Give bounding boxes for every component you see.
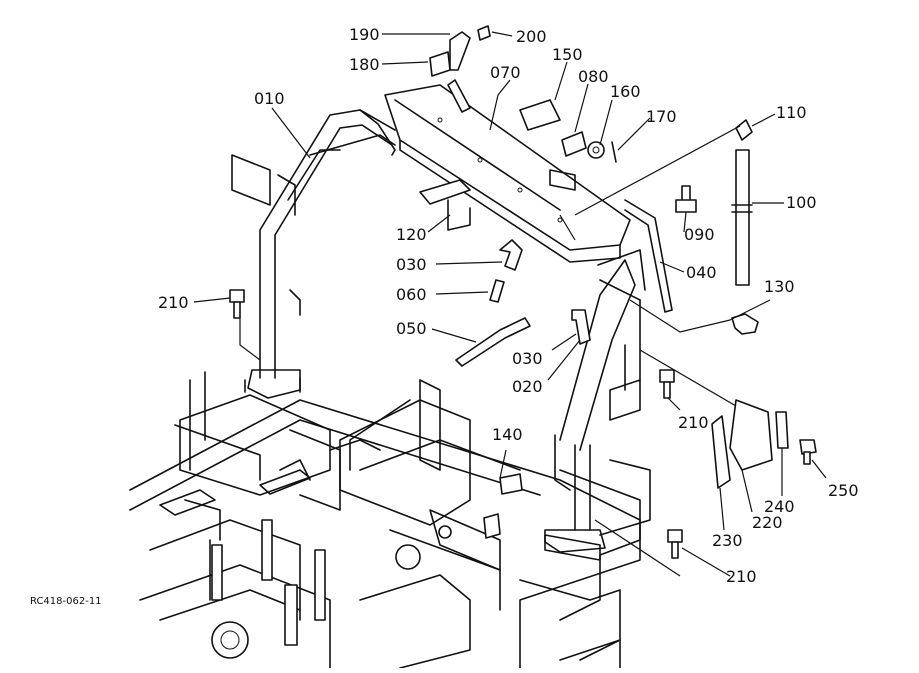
bolt-130 <box>731 313 759 335</box>
rod-100 <box>731 149 753 286</box>
reference-code: RC418-062-11 <box>30 596 102 607</box>
bracket-120 <box>419 179 471 231</box>
part-label-040: 040 <box>686 263 717 282</box>
bracket-140 <box>483 473 523 539</box>
frame-020 <box>544 249 646 553</box>
part-label-150: 150 <box>552 45 583 64</box>
part-label-070: 070 <box>490 63 521 82</box>
rod-040 <box>624 199 673 313</box>
part-label-210-a: 210 <box>158 293 189 312</box>
plate-070 <box>384 84 631 263</box>
washer-160 <box>587 141 605 159</box>
plate-230 <box>711 415 731 489</box>
part-label-010: 010 <box>254 89 285 108</box>
part-label-250: 250 <box>828 481 859 500</box>
pin-150 <box>519 99 561 131</box>
strip-050 <box>455 317 531 367</box>
bolt-200 <box>477 25 491 41</box>
spacer-030-a <box>499 239 523 271</box>
bolt-210-a <box>229 289 245 319</box>
part-label-190: 190 <box>349 25 380 44</box>
part-label-020: 020 <box>512 377 543 396</box>
part-label-140: 140 <box>492 425 523 444</box>
bolt-210-b <box>659 369 675 399</box>
pin-170 <box>611 141 617 163</box>
frame-010 <box>231 109 396 399</box>
bolt-250 <box>799 439 817 465</box>
part-label-060: 060 <box>396 285 427 304</box>
part-label-210-c: 210 <box>726 567 757 586</box>
part-label-050: 050 <box>396 319 427 338</box>
bolt-090 <box>675 185 697 213</box>
part-label-210-b: 210 <box>678 413 709 432</box>
bolt-210-c <box>667 529 683 559</box>
part-label-160: 160 <box>610 82 641 101</box>
part-label-170: 170 <box>646 107 677 126</box>
plate-240 <box>775 411 789 449</box>
part-label-230: 230 <box>712 531 743 550</box>
plate-220 <box>729 399 773 471</box>
part-label-220: 220 <box>752 513 783 532</box>
pin-060 <box>489 279 505 303</box>
part-label-030-a: 030 <box>396 255 427 274</box>
nut-110 <box>735 119 753 141</box>
base-frame <box>129 371 651 669</box>
part-label-090: 090 <box>684 225 715 244</box>
part-label-200: 200 <box>516 27 547 46</box>
part-labels: 190 200 180 070 150 080 160 010 170 110 … <box>30 25 859 607</box>
part-label-130: 130 <box>764 277 795 296</box>
part-label-240: 240 <box>764 497 795 516</box>
leader-lines <box>193 31 827 577</box>
part-label-030-b: 030 <box>512 349 543 368</box>
part-label-110: 110 <box>776 103 807 122</box>
part-label-120: 120 <box>396 225 427 244</box>
part-label-180: 180 <box>349 55 380 74</box>
spacer-030-b <box>571 309 591 345</box>
part-label-080: 080 <box>578 67 609 86</box>
part-label-100: 100 <box>786 193 817 212</box>
clip-180 <box>429 51 451 77</box>
shaft-080 <box>561 131 587 157</box>
